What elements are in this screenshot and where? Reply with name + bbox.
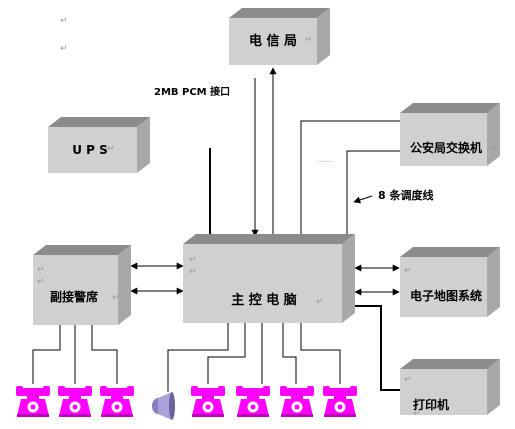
exchange-ellipsis: ……: [317, 155, 333, 164]
dispatch-line-2: [346, 150, 400, 236]
telecom-label: 电 信 局: [249, 33, 297, 49]
return-mark: ↵: [305, 35, 313, 45]
wires: [32, 67, 400, 392]
dispatch-lines-label: 8 条调度线: [378, 188, 433, 202]
loudspeaker-icon: [152, 392, 175, 420]
box-main-computer: 主 控 电 脑: [183, 234, 355, 323]
vice-seat-label: 副接警席: [50, 289, 98, 304]
return-mark: ↵: [189, 255, 197, 265]
speaker-wire: [167, 323, 229, 392]
map-system-label: 电子地图系统: [410, 288, 482, 303]
return-mark: ↵: [404, 375, 412, 385]
box-police-exchange: 公安局交换机: [400, 103, 500, 166]
telephone-icon: [323, 386, 357, 417]
telephone-icon: [236, 386, 270, 417]
vice-phone-wire-1: [32, 325, 61, 384]
return-mark: ↵: [107, 144, 115, 154]
return-mark: ↵: [37, 277, 45, 287]
telephone-icon: [100, 386, 134, 417]
main-phone-wire-3: [282, 323, 297, 384]
return-mark: ↵: [490, 145, 498, 155]
box-telecom: 电 信 局: [229, 8, 330, 65]
return-mark: ↵: [189, 267, 197, 277]
printer-line: [349, 305, 400, 391]
return-mark: ↵: [413, 409, 421, 419]
return-mark: ↵: [112, 293, 120, 303]
box-vice-seat: 副接警席: [33, 245, 131, 325]
return-mark: ↵: [60, 44, 68, 54]
box-ups: U P S: [48, 117, 150, 173]
box-map-system: 电子地图系统: [400, 247, 500, 317]
return-mark: ↵: [316, 297, 324, 307]
telephone-icon: [16, 386, 50, 417]
telephone-icon: [280, 386, 314, 417]
police-exchange-label: 公安局交换机: [410, 140, 482, 155]
return-mark: ↵: [404, 266, 412, 276]
ups-label: U P S: [72, 143, 108, 157]
return-mark: ↵: [60, 16, 68, 26]
main-phone-wire-1: [207, 323, 246, 384]
printer-label: 打印机: [413, 397, 449, 412]
box-printer: 打印机: [400, 359, 500, 415]
telephone-icon: [191, 386, 225, 417]
dispatch-arrow: [353, 195, 373, 204]
return-mark: ↵: [37, 265, 45, 275]
pcm-interface-label: 2MB PCM 接口: [154, 85, 230, 98]
telephone-icon: [58, 386, 92, 417]
dispatch-line-1: [300, 120, 400, 236]
main-computer-label: 主 控 电 脑: [231, 292, 297, 308]
main-phone-wire-4: [300, 323, 341, 384]
vice-phone-wire-3: [91, 325, 118, 384]
